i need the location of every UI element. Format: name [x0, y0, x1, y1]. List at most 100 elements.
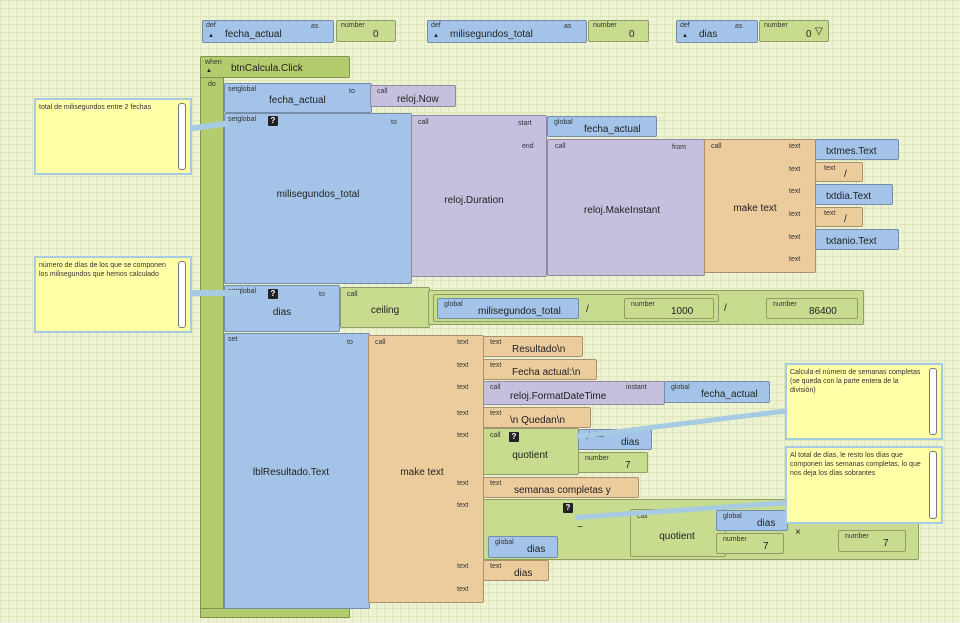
call-reloj-duration-block[interactable]: call start end reloj.Duration	[411, 115, 547, 277]
set-global-dias-block[interactable]: setglobal ? to dias	[224, 285, 340, 332]
global-dias-getter[interactable]: global dias	[488, 536, 558, 558]
number-block[interactable]: number 1000	[624, 298, 714, 319]
global-fecha-actual-getter[interactable]: global fecha_actual	[664, 381, 770, 403]
text-keyword: text	[490, 480, 502, 487]
text-socket-label: text	[789, 188, 801, 195]
set-global-fecha-actual-block[interactable]: setglobal fecha_actual to	[224, 83, 372, 113]
setglobal-keyword: setglobal	[228, 86, 257, 93]
text-literal-block[interactable]: text \n Quedan\n	[483, 407, 591, 428]
operator-label: /	[586, 304, 589, 315]
comment-bubble[interactable]: total de milisegundos entre 2 fechas	[34, 98, 192, 175]
comment-bubble[interactable]: Calcula el número de semanas completas (…	[785, 363, 943, 440]
global-keyword: global	[444, 301, 463, 308]
variable-name: dias	[527, 544, 546, 555]
number-keyword: number	[593, 22, 617, 29]
text-literal-block[interactable]: text /	[815, 162, 863, 182]
text-keyword: text	[490, 410, 502, 417]
collapse-triangle-icon[interactable]: ▲	[208, 33, 214, 39]
number-value: 1000	[671, 306, 694, 317]
call-reloj-formatdatetime-block[interactable]: call instant reloj.FormatDateTime	[483, 381, 665, 405]
quotient-block[interactable]: call ? quotient	[483, 428, 579, 475]
def-as-label: as	[564, 23, 572, 30]
number-keyword: number	[764, 22, 788, 29]
txtanio-text-getter[interactable]: txtanio.Text	[815, 229, 899, 250]
number-keyword: number	[773, 301, 797, 308]
text-socket-label: text	[789, 256, 801, 263]
number-value: 0	[629, 29, 635, 40]
comment-text: número de días de los que se componen lo…	[39, 262, 166, 278]
method-name: reloj.Now	[397, 94, 439, 105]
collapse-triangle-icon[interactable]: ▲	[206, 68, 212, 74]
global-fecha-actual-getter[interactable]: global fecha_actual	[547, 116, 657, 137]
event-body-bar: do	[200, 77, 224, 617]
number-block[interactable]: number 86400	[766, 298, 858, 319]
collapse-triangle-icon[interactable]: ▲	[433, 33, 439, 39]
function-name: ceiling	[370, 304, 400, 316]
number-block[interactable]: number 0	[588, 20, 649, 42]
def-keyword: def	[206, 22, 216, 29]
global-keyword: global	[495, 539, 514, 546]
to-keyword: to	[349, 88, 355, 95]
number-value: 7	[625, 460, 631, 471]
def-name: fecha_actual	[225, 29, 282, 40]
call-reloj-now-block[interactable]: call reloj.Now	[370, 85, 456, 107]
number-block[interactable]: number 7	[716, 533, 784, 554]
make-text-block[interactable]: call text text text text text text make …	[704, 139, 816, 273]
comment-bubble[interactable]: Al total de días, le resto los días que …	[785, 446, 943, 524]
variable-name: fecha_actual	[269, 95, 326, 106]
call-reloj-makeinstant-block[interactable]: call from reloj.MakeInstant	[547, 139, 705, 276]
comment-text: Calcula el número de semanas completas (…	[790, 369, 921, 394]
text-literal-block[interactable]: text /	[815, 207, 863, 227]
warning-icon[interactable]: ?	[268, 289, 278, 299]
txtmes-text-getter[interactable]: txtmes.Text	[815, 139, 899, 160]
def-as-label: as	[735, 23, 743, 30]
text-keyword: text	[824, 210, 836, 217]
comment-scrollbar[interactable]	[178, 261, 186, 328]
def-fecha-actual-block[interactable]: def ▲ fecha_actual as	[202, 20, 334, 43]
number-keyword: number	[631, 301, 655, 308]
call-keyword: call	[418, 119, 429, 126]
text-literal-block[interactable]: text Fecha actual:\n	[483, 359, 597, 380]
comment-scrollbar[interactable]	[929, 451, 937, 519]
event-name: btnCalcula.Click	[231, 63, 303, 74]
text-literal-value: Resultado\n	[512, 344, 566, 355]
number-block[interactable]: number 7	[578, 452, 648, 473]
def-dias-block[interactable]: def ▲ dias as	[676, 20, 758, 43]
ceiling-block[interactable]: call ceiling	[340, 287, 430, 328]
variable-name: dias	[272, 306, 292, 318]
variable-name: fecha_actual	[701, 389, 758, 400]
text-keyword: text	[490, 362, 502, 369]
warning-icon[interactable]: ?	[509, 432, 519, 442]
warning-icon[interactable]: ?	[563, 503, 573, 513]
set-lblresultado-text-block[interactable]: set to lblResultado.Text	[224, 333, 370, 609]
comment-scrollbar[interactable]	[178, 103, 186, 170]
warning-icon[interactable]: ?	[268, 116, 278, 126]
call-keyword: call	[347, 291, 358, 298]
text-literal-block[interactable]: text Resultado\n	[483, 336, 583, 357]
txtdia-text-getter[interactable]: txtdia.Text	[815, 184, 893, 205]
def-milisegundos-total-block[interactable]: def ▲ milisegundos_total as	[427, 20, 587, 43]
comment-scrollbar[interactable]	[929, 368, 937, 435]
text-socket-label: text	[457, 502, 469, 509]
text-literal-value: semanas completas y	[514, 485, 611, 496]
make-text-block[interactable]: call text text text text text text text …	[368, 335, 484, 603]
text-socket-label: text	[457, 410, 469, 417]
number-block[interactable]: number 0 ▽	[759, 20, 829, 42]
number-block[interactable]: number 7	[838, 530, 906, 552]
text-socket-label: text	[457, 480, 469, 487]
comment-bubble[interactable]: número de días de los que se componen lo…	[34, 256, 192, 333]
text-literal-block[interactable]: text dias	[483, 560, 549, 581]
setglobal-keyword: setglobal	[228, 288, 257, 295]
event-handler-block[interactable]: when ▲ btnCalcula.Click	[200, 56, 350, 78]
global-milisegundos-total-getter[interactable]: global milisegundos_total	[437, 298, 579, 319]
number-block[interactable]: number 0	[336, 20, 396, 42]
text-literal-block[interactable]: text semanas completas y	[483, 477, 639, 498]
set-global-milisegundos-total-block[interactable]: setglobal ? to milisegundos_total	[224, 113, 412, 284]
quotient-block[interactable]: call quotient	[630, 509, 726, 557]
number-value: 86400	[809, 306, 837, 317]
global-dias-getter[interactable]: global dias	[716, 510, 788, 531]
dropdown-arrow-icon[interactable]: ▽	[815, 26, 823, 37]
text-literal-value: /	[844, 214, 847, 225]
collapse-triangle-icon[interactable]: ▲	[682, 33, 688, 39]
